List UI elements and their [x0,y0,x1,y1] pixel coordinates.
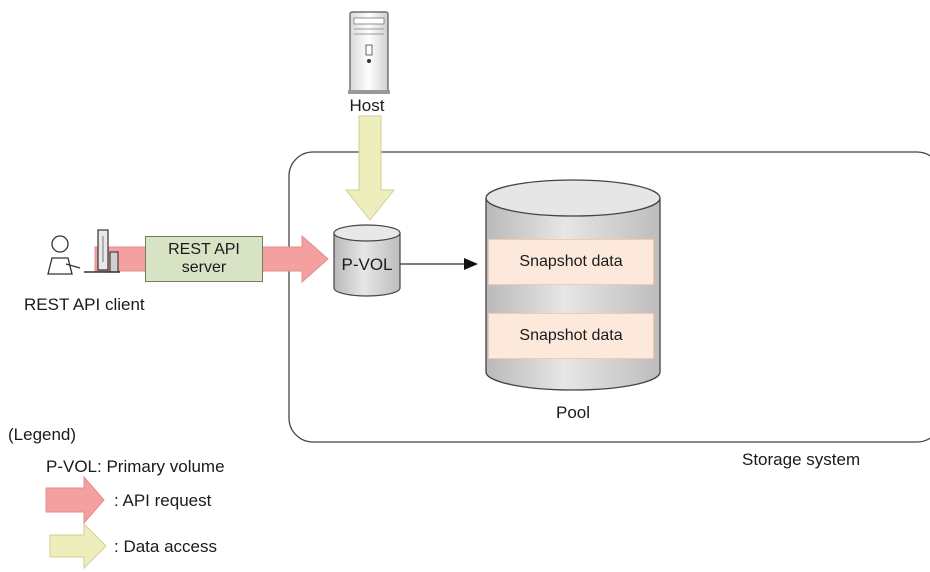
data-access-arrow [344,115,396,221]
host-tower-icon [348,11,390,94]
legend-api-request-label: : API request [114,491,212,510]
legend-pvol-definition: P-VOL: Primary volume [46,457,225,476]
legend-data-access-arrow [49,522,107,570]
storage-system-boundary [288,151,930,443]
pvol-label: P-VOL [341,255,393,274]
pool-label: Pool [555,403,591,422]
storage-system-label: Storage system [742,450,861,469]
legend-api-request-arrow [45,475,105,525]
rest-api-server-box: REST API server [145,236,263,282]
connector-arrowhead [464,258,478,270]
snapshot-data-label: Snapshot data [519,327,623,344]
legend-title: (Legend) [8,425,77,444]
snapshot-data-label: Snapshot data [519,253,623,270]
server-label-line2: server [181,259,227,276]
host-label: Host [349,96,385,115]
pvol-cylinder [333,224,401,297]
user-computer-icon [47,229,120,275]
snapshot-data-box: Snapshot data [488,313,654,359]
rest-api-client-label: REST API client [24,295,145,314]
legend-data-access-label: : Data access [114,537,217,556]
server-label-line1: REST API [168,240,240,258]
snapshot-data-box: Snapshot data [488,239,654,285]
